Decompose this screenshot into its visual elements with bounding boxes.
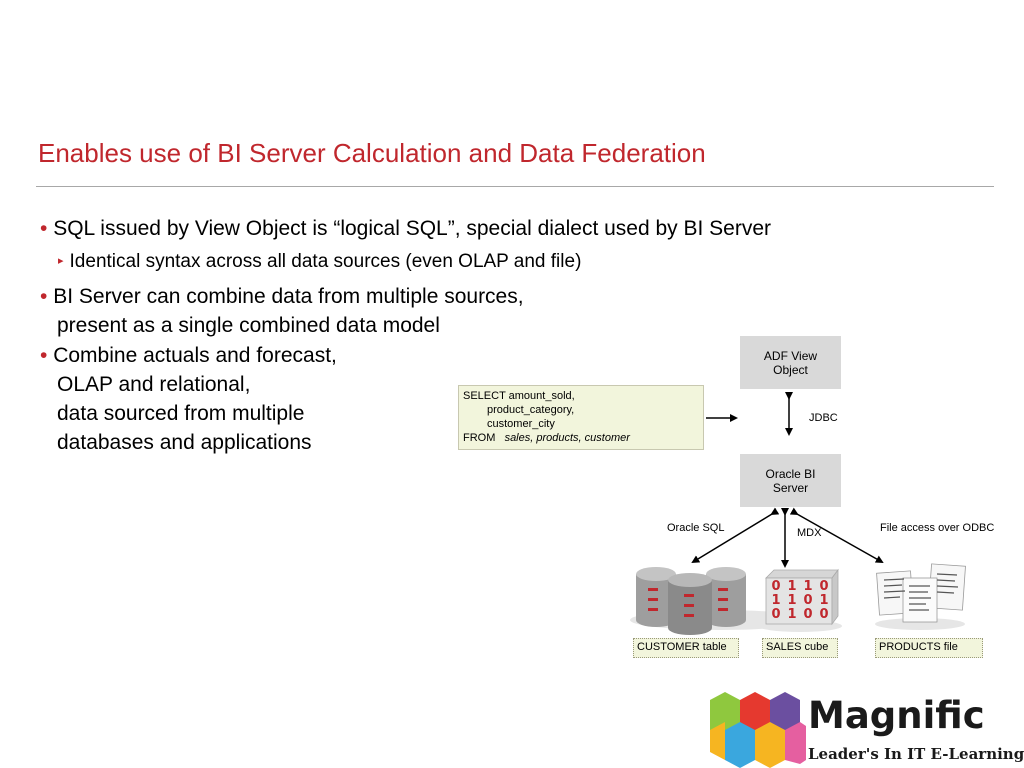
database-icon: [630, 567, 810, 635]
bullet-2: • BI Server can combine data from multip…: [40, 282, 524, 311]
sub-bullet-marker: ▸: [58, 255, 64, 267]
sql-from-tables: sales, products, customer: [504, 432, 630, 444]
bullet-1: • SQL issued by View Object is “logical …: [40, 214, 771, 243]
logo-name: Magnific: [808, 694, 985, 737]
oracle-sql-arrow: [691, 507, 780, 564]
logo-tagline: Leader's In IT E-Learning: [808, 745, 1024, 763]
cube-digit: 1: [803, 579, 813, 594]
cube-digit: 1: [819, 593, 829, 608]
adf-label-line2: Object: [773, 362, 808, 377]
sql-line-1: SELECT amount_sold,: [463, 390, 575, 402]
bi-label-line1: Oracle BI: [765, 466, 816, 481]
bullet-1-text: SQL issued by View Object is “logical SQ…: [53, 217, 772, 240]
cube-digit: 1: [787, 607, 797, 622]
file-access-arrow: [789, 507, 884, 563]
cube-digit: 0: [803, 607, 813, 622]
bullet-marker: •: [40, 217, 48, 240]
sales-cube-label: SALES cube: [762, 638, 838, 658]
olap-cube-icon: [758, 568, 842, 632]
sub-bullet-1-text: Identical syntax across all data sources…: [69, 251, 582, 272]
cube-digit: 0: [803, 593, 813, 608]
cube-digit: 0: [819, 579, 829, 594]
bullet-marker: •: [40, 344, 48, 367]
products-file-label: PRODUCTS file: [875, 638, 983, 658]
cube-digit: 1: [787, 579, 797, 594]
magnific-logo-mark: [710, 692, 806, 768]
bullet-3: • Combine actuals and forecast,: [40, 341, 337, 370]
cube-digit: 0: [771, 579, 781, 594]
sub-bullet-1: ▸ Identical syntax across all data source…: [58, 251, 581, 273]
sql-from-keyword: FROM: [463, 432, 496, 444]
bullet-2-line1: BI Server can combine data from multiple…: [53, 285, 524, 308]
cube-digit: 1: [771, 593, 781, 608]
sql-line-2: product_category,: [487, 404, 575, 416]
bullet-3-line3: data sourced from multiple: [57, 402, 305, 425]
file-access-label: File access over ODBC: [880, 522, 995, 534]
documents-icon: [875, 563, 966, 630]
customer-table-label: CUSTOMER table: [633, 638, 739, 658]
logical-sql-box: SELECT amount_sold, product_category, cu…: [458, 385, 704, 450]
bullet-marker: •: [40, 285, 48, 308]
bullet-3-line4: databases and applications: [57, 431, 312, 454]
cube-digit: 0: [771, 607, 781, 622]
bullet-3-line1: Combine actuals and forecast,: [53, 344, 337, 367]
slide-title: Enables use of BI Server Calculation and…: [38, 138, 706, 168]
bullet-2-line2: present as a single combined data model: [57, 314, 440, 337]
sql-line-3: customer_city: [487, 418, 555, 430]
cube-digit: 1: [787, 593, 797, 608]
jdbc-label: JDBC: [809, 412, 838, 424]
bullet-3-line2: OLAP and relational,: [57, 373, 251, 396]
cube-digits: 0 1 1 0 1 1 0 1 0 1 0 0: [768, 580, 832, 622]
sql-line-4: FROM sales, products, customer: [463, 431, 699, 445]
bi-label-line2: Server: [772, 480, 809, 495]
title-divider: [36, 186, 994, 187]
cube-digit: 0: [819, 607, 829, 622]
adf-label-line1: ADF View: [763, 348, 818, 363]
